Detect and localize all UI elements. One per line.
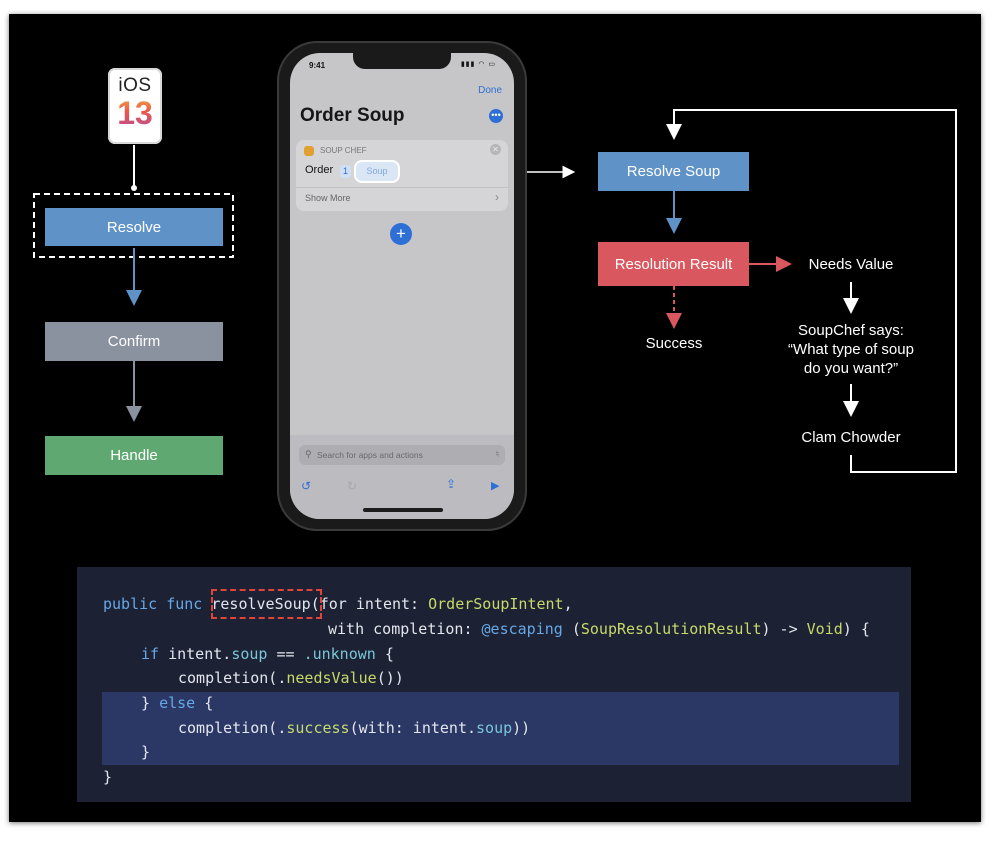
handle-step: Handle xyxy=(45,436,223,475)
done-button[interactable]: Done xyxy=(478,85,502,96)
needs-value-label: Needs Value xyxy=(808,256,894,273)
code-token: ) -> xyxy=(761,620,807,638)
play-icon[interactable]: ▶ xyxy=(491,480,500,492)
code-token: @escaping xyxy=(481,620,563,638)
code-token: ( xyxy=(562,620,581,638)
card-divider xyxy=(296,187,508,188)
code-line-8: } xyxy=(103,767,112,787)
resolve-soup-box: Resolve Soup xyxy=(598,152,749,191)
code-token: { xyxy=(195,694,214,712)
resolution-result-box: Resolution Result xyxy=(598,242,749,286)
status-icons: ▮▮▮ ◠ ▭ xyxy=(460,61,496,68)
undo-icon[interactable]: ↺ xyxy=(301,479,312,493)
code-token: } xyxy=(141,743,151,761)
code-token: completion(. xyxy=(178,669,287,687)
code-token: , xyxy=(563,595,573,613)
resolve-step: Resolve xyxy=(45,208,223,246)
card-order-label: Order xyxy=(305,164,334,176)
code-token: (for intent: xyxy=(310,595,429,613)
code-token: needsValue xyxy=(286,669,377,687)
code-token: .unknown xyxy=(303,645,376,663)
code-token: success xyxy=(286,719,350,737)
chevron-right-icon: › xyxy=(495,190,499,204)
code-line-2: with completion: @escaping (SoupResoluti… xyxy=(328,619,870,639)
code-token: ) { xyxy=(842,620,870,638)
code-token: with completion: xyxy=(328,620,482,638)
code-line-1: public func resolveSoup(for intent: Orde… xyxy=(103,594,573,614)
code-highlight xyxy=(102,692,899,765)
success-label: Success xyxy=(645,335,703,352)
more-options-icon[interactable]: ••• xyxy=(489,109,503,123)
code-line-5: } else { xyxy=(141,693,213,713)
code-token: soup xyxy=(231,645,268,663)
handle-step-label: Handle xyxy=(110,447,158,464)
prompt-line-1: SoupChef says: xyxy=(798,322,904,339)
microphone-icon[interactable]: ♮ xyxy=(495,449,499,459)
close-icon[interactable]: ✕ xyxy=(490,144,501,155)
badge-connector-dot xyxy=(131,185,137,191)
code-line-3: if intent.soup == .unknown { xyxy=(141,644,394,664)
resolve-step-label: Resolve xyxy=(106,218,162,236)
code-token: ()) xyxy=(376,669,404,687)
code-line-4: completion(.needsValue()) xyxy=(178,668,404,688)
soupchef-prompt: SoupChef says: “What type of soup do you… xyxy=(771,321,931,378)
code-token: resolveSoup xyxy=(211,595,311,613)
prompt-line-3: do you want?” xyxy=(803,360,899,377)
resolution-result-label: Resolution Result xyxy=(614,255,733,273)
code-token: )) xyxy=(512,719,531,737)
soupchef-app-icon xyxy=(304,146,314,156)
quantity-token[interactable]: 1 xyxy=(340,165,351,178)
code-line-7: } xyxy=(141,742,150,762)
search-placeholder: Search for apps and actions xyxy=(317,450,423,460)
home-indicator xyxy=(363,508,443,512)
redo-icon[interactable]: ↻ xyxy=(347,479,358,493)
ios-version: 13 xyxy=(108,95,162,132)
action-card: SOUP CHEF ✕ Order 1 Soup Show More › xyxy=(296,140,508,211)
show-more-link[interactable]: Show More xyxy=(305,193,351,203)
prompt-line-2: “What type of soup xyxy=(788,341,914,358)
notch xyxy=(353,53,451,69)
resolve-soup-highlight-box xyxy=(211,589,322,619)
confirm-step-label: Confirm xyxy=(107,333,161,350)
code-token: } xyxy=(103,768,113,786)
card-app-name: SOUP CHEF xyxy=(320,146,367,155)
code-token: (with: intent. xyxy=(349,719,477,737)
code-token: SoupResolutionResult xyxy=(580,620,762,638)
code-token: else xyxy=(159,694,196,712)
code-token: OrderSoupIntent xyxy=(428,595,564,613)
search-icon: ⚲ xyxy=(305,449,312,459)
code-token: completion(. xyxy=(178,719,287,737)
ios13-badge: iOS 13 xyxy=(108,68,162,144)
code-token: == xyxy=(267,645,304,663)
iphone-screen: 9:41 ▮▮▮ ◠ ▭ Done Order Soup ••• SOUP CH… xyxy=(290,53,514,519)
code-token: } xyxy=(141,694,160,712)
code-token: soup xyxy=(476,719,513,737)
share-icon[interactable]: ⇪ xyxy=(446,477,457,491)
code-line-6: completion(.success(with: intent.soup)) xyxy=(178,718,530,738)
code-token: Void xyxy=(806,620,843,638)
search-field[interactable] xyxy=(299,445,505,465)
ios-label: iOS xyxy=(118,75,152,96)
add-action-button[interactable]: + xyxy=(390,223,412,245)
clam-chowder-label: Clam Chowder xyxy=(801,429,901,446)
feedback-loop-arrow xyxy=(666,109,957,473)
confirm-step: Confirm xyxy=(45,322,223,361)
code-token: intent. xyxy=(159,645,232,663)
shortcut-title: Order Soup xyxy=(300,105,405,126)
resolve-soup-label: Resolve Soup xyxy=(626,163,721,180)
soup-parameter-token[interactable]: Soup xyxy=(354,160,400,183)
code-token: { xyxy=(375,645,394,663)
status-time: 9:41 xyxy=(309,61,326,70)
code-token: if xyxy=(141,645,160,663)
code-token: public func xyxy=(103,595,212,613)
